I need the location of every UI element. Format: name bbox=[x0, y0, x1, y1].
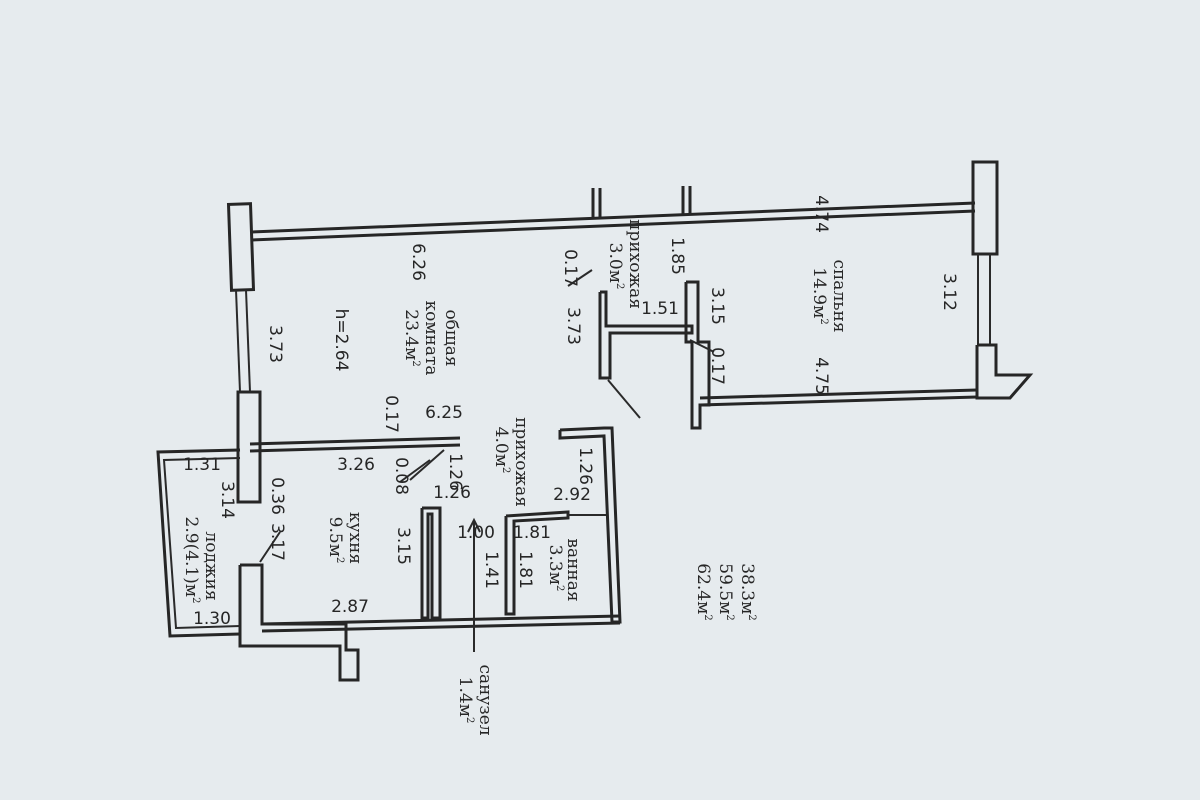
dim-1-85: 1.85 bbox=[667, 237, 687, 275]
tick-008 bbox=[399, 459, 431, 483]
dim-1-26-c: 1.26 bbox=[575, 447, 595, 485]
dim-1-30: 1.30 bbox=[193, 609, 231, 629]
dim-2-92: 2.92 bbox=[553, 485, 591, 505]
living-kitchen-wall-inner bbox=[249, 443, 461, 453]
window-left-1 bbox=[235, 289, 241, 393]
bedroom-name: спальня bbox=[829, 259, 849, 332]
bath-wall bbox=[504, 510, 570, 616]
walls bbox=[156, 160, 1034, 682]
area-totals: 38.3м2 59.5м2 62.4м2 bbox=[693, 563, 757, 620]
bottom-exterior-wall-inner bbox=[261, 621, 621, 633]
dim-6-26: 6.26 bbox=[408, 243, 428, 281]
bedroom-bottom-wall-inner bbox=[699, 395, 978, 407]
tick-017a bbox=[567, 269, 593, 287]
loggia-outline bbox=[156, 448, 241, 638]
wc-pointer-arrow bbox=[467, 517, 481, 533]
dim-3-15-b: 3.15 bbox=[393, 527, 413, 565]
kitchen-name: кухня bbox=[345, 512, 365, 564]
dim-3-73-a: 3.73 bbox=[563, 307, 583, 345]
kitchen-area: 9.5м2 bbox=[325, 517, 345, 564]
hall-lower-area: 4.0м2 bbox=[491, 427, 511, 474]
dim-0-36: 0.36 bbox=[267, 477, 287, 515]
dim-3-26: 3.26 bbox=[337, 455, 375, 475]
dim-3-73-b: 3.73 bbox=[265, 325, 285, 363]
dim-4-74: 4.74 bbox=[811, 195, 831, 233]
window-block-right-top bbox=[971, 160, 999, 256]
hall-upper-area: 3.0м2 bbox=[605, 243, 625, 290]
top-exterior-wall-inner bbox=[251, 209, 976, 242]
living-room-name-2: комната bbox=[421, 300, 441, 375]
window-block-right-bottom bbox=[975, 343, 1034, 400]
door-swing-bedroom bbox=[689, 339, 715, 353]
dim-3-12: 3.12 bbox=[939, 273, 959, 311]
hall-partition bbox=[598, 290, 694, 380]
wc-name: санузел bbox=[475, 664, 495, 735]
dim-2-87: 2.87 bbox=[331, 597, 369, 617]
dim-1-51: 1.51 bbox=[641, 299, 679, 319]
top-exterior-wall bbox=[251, 201, 976, 234]
window-left-2 bbox=[245, 289, 251, 393]
bath-area: 3.3м2 bbox=[545, 545, 565, 592]
window-block-top-left bbox=[226, 202, 256, 292]
dim-1-81-b: 1.81 bbox=[515, 551, 535, 589]
dim-1-00: 1.00 bbox=[457, 523, 495, 543]
bottom-pier bbox=[238, 563, 360, 682]
bedroom-area: 14.9м2 bbox=[809, 267, 829, 324]
dim-1-81-a: 1.81 bbox=[513, 523, 551, 543]
total-area-with-loggia: 62.4м2 bbox=[693, 563, 713, 620]
hall-lower-name: прихожая bbox=[511, 417, 531, 507]
room-labels: общая комната 23.4м2 h=2.64 спальня 14.9… bbox=[181, 219, 849, 736]
dim-1-41: 1.41 bbox=[481, 551, 501, 589]
dim-1-26-a: 1.26 bbox=[445, 453, 465, 491]
living-kitchen-wall bbox=[249, 436, 461, 446]
door-swing-kitchen bbox=[409, 449, 445, 481]
window-block-left-mid bbox=[236, 390, 262, 504]
living-room-area: 23.4м2 bbox=[401, 309, 421, 366]
dim-4-75: 4.75 bbox=[811, 357, 831, 395]
door-swing-hall bbox=[607, 379, 641, 419]
dim-0-17-a: 0.17 bbox=[560, 249, 580, 287]
living-room-name-1: общая bbox=[441, 309, 461, 366]
hall-upper-name: прихожая bbox=[625, 219, 645, 309]
dim-0-17-b: 0.17 bbox=[707, 347, 727, 385]
dimension-labels: 6.26 4.74 3.12 1.85 0.17 1.51 3.15 0.17 … bbox=[183, 195, 959, 629]
dim-3-15-a: 3.15 bbox=[707, 287, 727, 325]
loggia-outline-inner bbox=[162, 457, 241, 630]
dim-3-17: 3.17 bbox=[267, 523, 287, 561]
loggia-name: лоджия bbox=[201, 531, 221, 600]
dim-1-31: 1.31 bbox=[183, 455, 221, 475]
door-swing-loggia bbox=[259, 531, 281, 563]
dim-6-25: 6.25 bbox=[425, 403, 463, 423]
bedroom-left-wall bbox=[684, 280, 711, 430]
total-living-area: 38.3м2 bbox=[737, 563, 757, 620]
dim-0-17-c: 0.17 bbox=[381, 395, 401, 433]
wc-area: 1.4м2 bbox=[455, 677, 475, 724]
total-area: 59.5м2 bbox=[715, 563, 735, 620]
wc-wall bbox=[420, 506, 442, 620]
bedroom-bottom-wall bbox=[699, 388, 978, 400]
ceiling-height: h=2.64 bbox=[331, 309, 351, 372]
loggia-area: 2.9(4.1)м2 bbox=[181, 517, 201, 604]
dim-1-26-b: 1.26 bbox=[433, 483, 471, 503]
dim-3-14: 3.14 bbox=[217, 481, 237, 519]
dim-0-08: 0.08 bbox=[391, 457, 411, 495]
bath-name: ванная bbox=[563, 538, 583, 601]
